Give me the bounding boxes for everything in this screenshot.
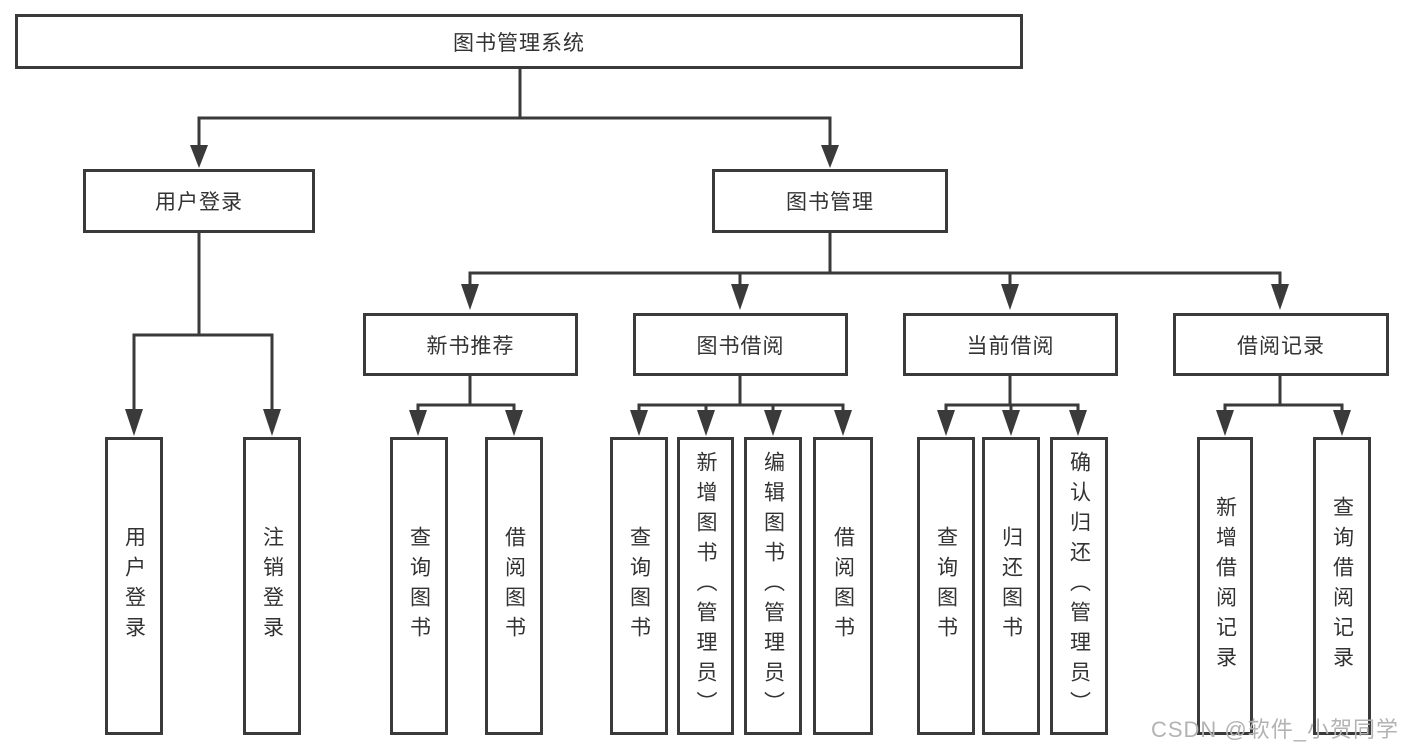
node-book-borrowing: 图书借阅 [633,313,848,376]
leaf-borrow-add-books-admin: 新增图书（管理员） [677,437,734,735]
leaf-label: 新增图书（管理员） [694,451,717,721]
connector-book-mgmt-to-level3 [461,232,1289,310]
leaf-label: 查询图书 [407,526,431,646]
leaf-current-confirm-return-admin: 确认归还（管理员） [1050,437,1108,735]
node-label: 用户登录 [155,191,243,214]
leaf-records-add-borrow-record: 新增借阅记录 [1197,437,1253,735]
leaf-label: 归还图书 [999,526,1023,646]
node-new-book-recommendation: 新书推荐 [363,313,578,376]
connector-borrow-record-to-leaves [1216,375,1351,436]
leaf-label: 查询图书 [934,526,958,646]
leaf-label: 查询借阅记录 [1330,496,1354,676]
connector-current-borrow-to-leaves [937,375,1087,436]
leaf-label: 注销登录 [260,526,284,646]
node-label: 当前借阅 [966,334,1055,358]
leaf-logout-login: 注销登录 [243,437,301,735]
leaf-label: 编辑图书（管理员） [761,451,785,721]
node-label: 图书管理系统 [453,31,585,55]
leaf-label: 借阅图书 [502,526,526,646]
watermark: CSDN @软件_小贺同学 [1150,717,1399,742]
leaf-label: 用户登录 [122,526,146,646]
node-label: 借阅记录 [1237,334,1325,358]
leaf-borrow-edit-books-admin: 编辑图书（管理员） [744,437,802,735]
node-current-borrowing: 当前借阅 [903,313,1118,376]
leaf-user-login: 用户登录 [105,437,163,735]
connector-new-book-rec-to-leaves [409,375,523,436]
leaf-records-query-borrow-record: 查询借阅记录 [1313,437,1371,735]
leaf-label: 新增借阅记录 [1213,496,1237,676]
leaf-label: 确认归还（管理员） [1067,451,1091,721]
connector-user-login-to-leaves [125,232,281,436]
node-user-login: 用户登录 [83,169,315,233]
leaf-borrow-borrow-books: 借阅图书 [813,437,873,735]
node-borrowing-records: 借阅记录 [1173,313,1389,376]
leaf-label: 查询图书 [627,526,651,646]
node-book-management: 图书管理 [712,169,948,233]
leaf-current-return-books: 归还图书 [982,437,1040,735]
leaf-newrec-query-books: 查询图书 [390,437,448,735]
leaf-newrec-borrow-books: 借阅图书 [485,437,543,735]
connector-root-to-level2 [190,66,839,168]
node-label: 图书借阅 [696,334,785,358]
leaf-label: 借阅图书 [831,526,855,646]
leaf-current-query-books: 查询图书 [917,437,975,735]
node-library-management-system: 图书管理系统 [15,14,1023,69]
connector-book-borrow-to-leaves [630,375,852,436]
node-label: 新书推荐 [426,334,515,358]
leaf-borrow-query-books: 查询图书 [610,437,668,735]
node-label: 图书管理 [786,191,874,214]
